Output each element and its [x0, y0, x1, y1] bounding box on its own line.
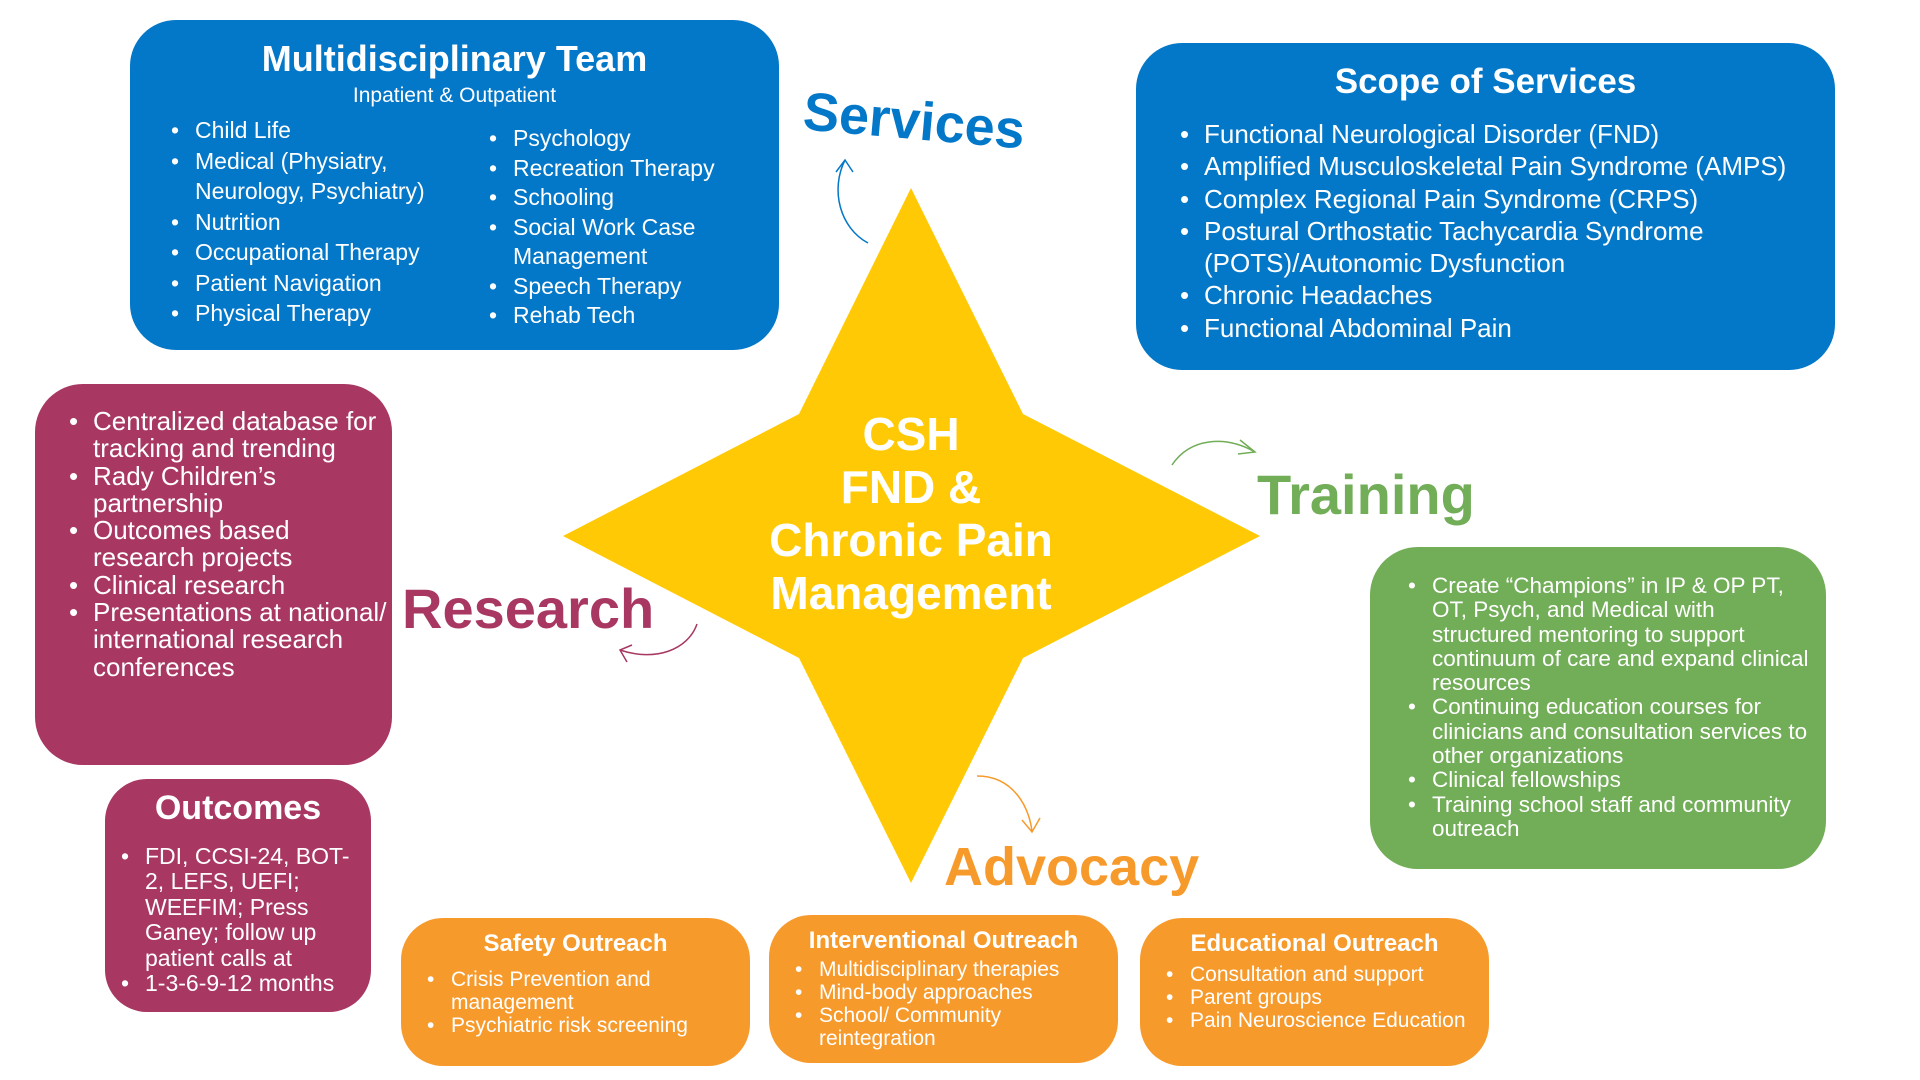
list-item: Crisis Prevention and management — [421, 968, 741, 1014]
list-item: Amplified Musculoskeletal Pain Syndrome … — [1174, 150, 1824, 183]
list-item: Postural Orthostatic Tachycardia Syndrom… — [1174, 215, 1824, 280]
list-item: Functional Neurological Disorder (FND) — [1174, 118, 1824, 151]
interventional-list: Multidisciplinary therapies Mind-body ap… — [789, 958, 1109, 1050]
box-title: Interventional Outreach — [808, 927, 1079, 954]
list-item: Child Life — [165, 115, 455, 146]
outcomes-box: Outcomes FDI, CCSI-24, BOT-2, LEFS, UEFI… — [105, 779, 371, 1012]
list-item: Outcomes based research projects — [63, 517, 393, 572]
list-item: Psychology — [483, 124, 763, 154]
list-item: Clinical research — [63, 571, 393, 599]
list-item: FDI, CCSI-24, BOT-2, LEFS, UEFI; WEEFIM;… — [115, 843, 365, 971]
box-subtitle: Inpatient & Outpatient — [352, 84, 557, 107]
box-title: Scope of Services — [1334, 62, 1637, 101]
list-item: Rehab Tech — [483, 301, 763, 331]
team-list-column-1: Child Life Medical (Physiatry, Neurology… — [165, 115, 455, 329]
list-item: Continuing education courses for clinici… — [1402, 695, 1817, 768]
scope-list: Functional Neurological Disorder (FND) A… — [1174, 118, 1824, 344]
star-shape — [563, 188, 1260, 883]
list-item: Consultation and support — [1160, 963, 1480, 986]
list-item: Functional Abdominal Pain — [1174, 312, 1824, 345]
list-item: Social Work Case Management — [483, 213, 763, 272]
training-box: Create “Champions” in IP & OP PT, OT, Ps… — [1370, 547, 1826, 869]
team-list-column-2: Psychology Recreation Therapy Schooling … — [483, 124, 763, 331]
safety-list: Crisis Prevention and management Psychia… — [421, 968, 741, 1037]
list-item: Mind-body approaches — [789, 981, 1109, 1004]
list-item: Rady Children’s partnership — [63, 462, 393, 518]
list-item: Clinical fellowships — [1402, 768, 1817, 793]
list-item: Centralized database for tracking and tr… — [63, 407, 393, 463]
safety-outreach-box: Safety Outreach Crisis Prevention and ma… — [401, 918, 750, 1066]
box-title: Educational Outreach — [1190, 930, 1439, 957]
interventional-outreach-box: Interventional Outreach Multidisciplinar… — [769, 915, 1118, 1063]
research-box: Centralized database for tracking and tr… — [35, 384, 392, 765]
list-item: Complex Regional Pain Syndrome (CRPS) — [1174, 183, 1824, 216]
list-item: 1-3-6-9-12 months — [115, 970, 365, 997]
center-title-line: Chronic Pain — [769, 514, 1053, 566]
list-item: Training school staff and community outr… — [1402, 792, 1817, 842]
scope-of-services-box: Scope of Services Functional Neurologica… — [1136, 43, 1835, 370]
training-label: Training — [1257, 463, 1475, 526]
list-item: Speech Therapy — [483, 272, 763, 302]
educational-outreach-box: Educational Outreach Consultation and su… — [1140, 918, 1489, 1066]
training-list: Create “Champions” in IP & OP PT, OT, Ps… — [1402, 573, 1817, 842]
list-item: Presentations at national/ international… — [63, 598, 393, 681]
center-title-line: Management — [770, 567, 1052, 619]
box-title: Multidisciplinary Team — [261, 38, 648, 79]
list-item: Medical (Physiatry, Neurology, Psychiatr… — [165, 146, 455, 207]
list-item: Recreation Therapy — [483, 154, 763, 184]
center-title-line: FND & — [840, 461, 982, 513]
advocacy-label: Advocacy — [944, 837, 1200, 897]
list-item: Physical Therapy — [165, 298, 455, 329]
list-item: Occupational Therapy — [165, 237, 455, 268]
list-item: Chronic Headaches — [1174, 279, 1824, 312]
research-list: Centralized database for tracking and tr… — [63, 407, 393, 681]
center-title: CSH FND & Chronic Pain Management — [711, 408, 1111, 620]
multidisciplinary-team-box: Multidisciplinary Team Inpatient & Outpa… — [130, 20, 779, 350]
list-item: Pain Neuroscience Education — [1160, 1009, 1480, 1032]
research-label: Research — [402, 577, 655, 640]
list-item: Patient Navigation — [165, 268, 455, 299]
list-item: Create “Champions” in IP & OP PT, OT, Ps… — [1402, 573, 1817, 695]
box-title: Safety Outreach — [483, 930, 668, 957]
outcomes-list: FDI, CCSI-24, BOT-2, LEFS, UEFI; WEEFIM;… — [115, 843, 365, 997]
center-title-line: CSH — [862, 408, 960, 460]
box-title: Outcomes — [154, 789, 322, 827]
list-item: Nutrition — [165, 207, 455, 238]
list-item: Psychiatric risk screening — [421, 1014, 741, 1037]
list-item: Multidisciplinary therapies — [789, 958, 1109, 981]
educational-list: Consultation and support Parent groups P… — [1160, 963, 1480, 1032]
list-item: Parent groups — [1160, 986, 1480, 1009]
list-item: Schooling — [483, 183, 763, 213]
list-item: School/ Community reintegration — [789, 1004, 1109, 1050]
